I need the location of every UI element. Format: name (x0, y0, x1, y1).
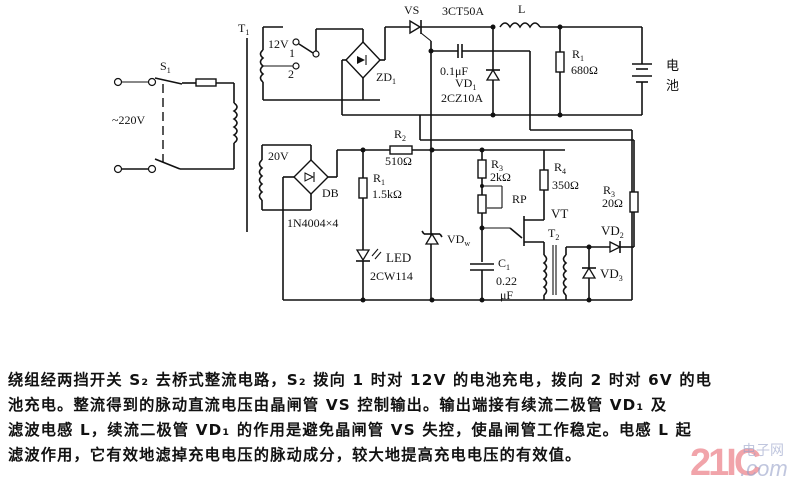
watermark-logo: 21IC 电子网 .com (690, 442, 789, 484)
r4-label: R4 (554, 160, 566, 176)
s1-blade-top (154, 77, 183, 85)
r3-label: R3 (491, 157, 503, 173)
fuse (195, 78, 217, 87)
watermark-brand: 21IC (690, 442, 761, 484)
led (355, 249, 371, 262)
tap-1-label: 1 (289, 46, 295, 60)
secondary-12v: 12V 1 2 (259, 26, 380, 101)
watermark-domain: .com (740, 456, 788, 481)
r1-label: R1 (373, 171, 385, 187)
regulator: R2 510Ω R1 1.5kΩ LED 2CW114 VDw (283, 127, 632, 303)
vd1-part-label: 2CZ10A (441, 91, 483, 105)
r1-value: 1.5kΩ (372, 187, 402, 201)
ujt-emitter (509, 227, 523, 239)
thyristor-vs (409, 19, 422, 35)
caption-line: 绕组经两挡开关 S₂ 去桥式整流电路，S₂ 拨向 1 时对 12V 的电池充电，… (8, 371, 713, 389)
mains-terminal-bottom (113, 164, 123, 174)
r1-680-value: 680Ω (571, 63, 598, 77)
vt-label: VT (551, 206, 568, 221)
bridge-part-label: 1N4004×4 (287, 216, 338, 230)
s2-common (312, 50, 320, 58)
t1-primary-coil (232, 102, 238, 144)
tap-20v-label: 20V (268, 149, 289, 163)
resistor-r1-680 (555, 51, 565, 73)
led-light-icon (371, 248, 379, 257)
charger-circuit-diagram: S1 ~220V T1 12V 1 2 ZD1 (112, 2, 679, 303)
caption-text: 绕组经两挡开关 S₂ 去桥式整流电路，S₂ 拨向 1 时对 12V 的电池充电，… (8, 368, 783, 468)
r2-value: 510Ω (385, 154, 412, 168)
r1-680-label: R1 (572, 47, 584, 63)
bridge-diode-icon (357, 56, 365, 64)
t2-primary-coil (542, 254, 548, 296)
led-label: LED (386, 250, 411, 265)
s2-contact-2 (292, 62, 300, 70)
tap-12v-label: 12V (268, 37, 289, 51)
vs-gate-lead (420, 32, 432, 42)
zener-vdw (424, 232, 440, 245)
r4-value: 350Ω (552, 178, 579, 192)
vd2-label: VD2 (601, 223, 624, 240)
mains-input: S1 ~220V (112, 59, 238, 174)
transformer-t1: T1 (238, 21, 249, 232)
s1-blade-bottom (154, 158, 181, 170)
t1-secondary-12v-coil (259, 49, 265, 83)
s2-blade (298, 43, 314, 54)
led-part-label: 2CW114 (370, 269, 413, 283)
vs-label: VS (404, 3, 419, 17)
rp-label: RP (512, 192, 527, 206)
s1-contact-top (147, 77, 157, 87)
output-stage: VS 3CT50A L 0.1μF VD1 2CZ10A R1 680Ω 电 池 (404, 2, 679, 300)
caption-line: 池充电。整流得到的脉动直流电压由晶闸管 VS 控制输出。输出端接有续流二极管 V… (8, 396, 668, 414)
trigger-oscillator: R3 2kΩ RP R4 350Ω VT T2 C1 0.22 μF (470, 150, 579, 303)
resistor-r1 (358, 177, 368, 199)
cap-0-1uf-label: 0.1μF (440, 64, 468, 78)
t1-label: T1 (238, 21, 249, 37)
vd1-label: VD1 (455, 76, 476, 92)
bridge-zd1: ZD1 (341, 26, 493, 116)
zd1-label: ZD1 (376, 70, 396, 86)
s2-contact-1 (292, 38, 300, 46)
battery-label-2: 池 (666, 79, 679, 94)
r5-label: R3 (603, 183, 615, 199)
resistor-r5 (629, 191, 639, 213)
inductor-l (499, 22, 541, 29)
s1-contact-bottom (147, 164, 157, 174)
diode-vd1 (485, 68, 501, 81)
potentiometer-rp (477, 194, 487, 214)
mains-terminal-top (113, 77, 123, 87)
c1-unit: μF (500, 288, 513, 302)
battery-label-1: 电 (666, 59, 679, 74)
r5-value: 20Ω (602, 196, 623, 210)
vs-part-label: 3CT50A (442, 4, 484, 18)
mains-voltage-label: ~220V (112, 113, 145, 127)
r3-value: 2kΩ (490, 170, 511, 184)
watermark-cn: 电子网 (742, 443, 784, 459)
caption-line: 滤波电感 L，续流二极管 VD₁ 的作用是避免晶闸管 VS 失控，使晶闸管工作稳… (8, 421, 693, 439)
t2-label: T2 (548, 226, 559, 242)
resistor-r2 (389, 145, 413, 155)
diode-vd2 (609, 240, 622, 254)
tap-2-label: 2 (288, 67, 294, 81)
resistor-r4 (539, 169, 549, 191)
vdw-label: VDw (447, 232, 470, 248)
diode-vd3 (581, 266, 597, 279)
caption-line: 滤波作用，它有效地滤掉充电电压的脉动成分，较大地提高充电电压的有效值。 (8, 446, 582, 464)
t2-secondary-coil (562, 254, 568, 296)
gate-drive: R3 20Ω VD2 VD3 (419, 115, 639, 303)
c1-label: C1 (498, 256, 510, 272)
t1-secondary-20v-coil (258, 159, 264, 201)
secondary-20v: 20V DB 1N4004×4 (258, 144, 390, 300)
resistor-r3 (477, 159, 487, 179)
r2-label: R2 (394, 127, 406, 143)
c1-value: 0.22 (496, 274, 517, 288)
s1-label: S1 (160, 59, 171, 75)
vd3-label: VD3 (600, 266, 623, 283)
db-label: DB (322, 186, 339, 200)
inductor-label: L (518, 2, 525, 16)
